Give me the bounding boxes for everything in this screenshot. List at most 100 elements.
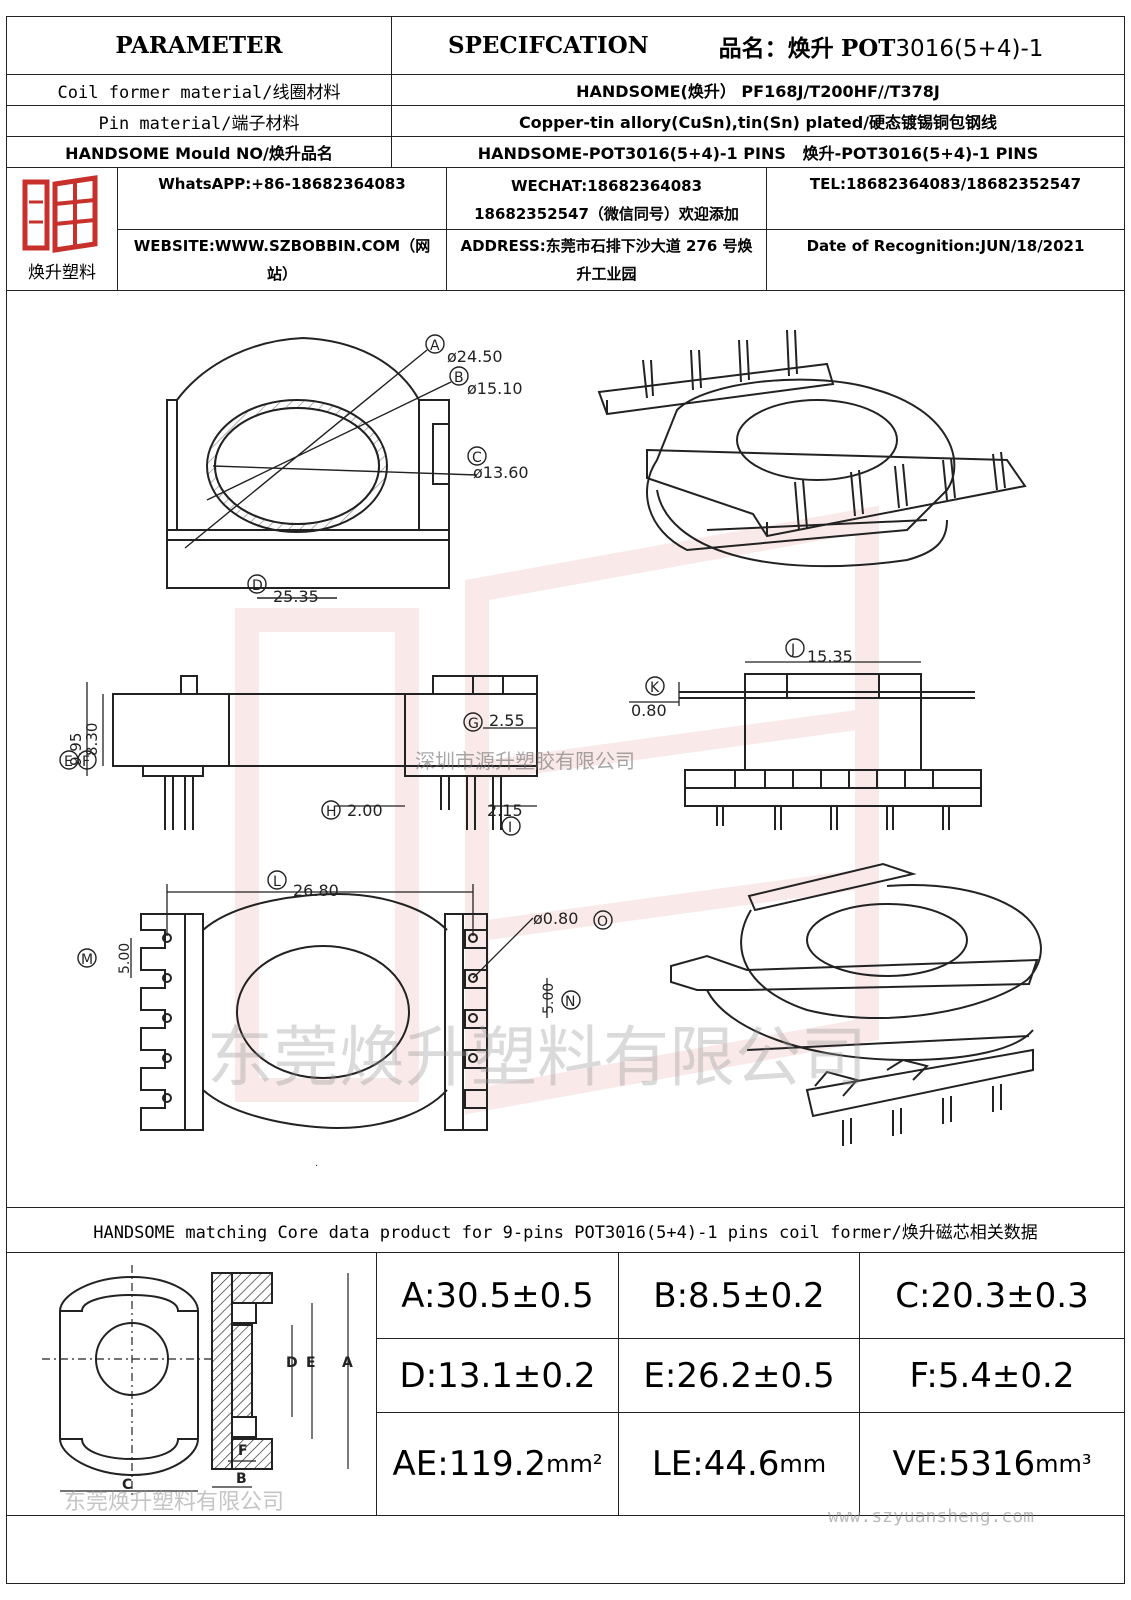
coil-former-material-value-text: HANDSOME(焕升） PF168J/T200HF//T378J	[576, 82, 940, 101]
pin-material-value-text: Copper-tin allory(CuSn),tin(Sn) plated/硬…	[518, 113, 998, 132]
dim-H-value: 2.00	[347, 801, 383, 820]
core-spec-LE-unit: mm	[779, 1450, 827, 1478]
dim-E-value: 9.95	[67, 733, 85, 766]
dim-G-value: 2.55	[489, 711, 525, 730]
core-spec-F: F:5.4±0.2	[859, 1338, 1125, 1413]
top-view-dims: A ø24.50 B ø15.10 C ø13.60 D 25.35	[247, 334, 529, 606]
dim-H-letter: H	[326, 804, 337, 820]
dim-A-letter: A	[430, 338, 440, 354]
mould-no-label-text: HANDSOME Mould NO/焕升品名	[65, 144, 333, 163]
isometric-view-top	[597, 329, 1027, 568]
side-view-dims: 9.95 8.30 E F G 2.55 H 2.00 2.15 I	[59, 711, 525, 836]
core-label-B: B	[236, 1471, 247, 1487]
core-spec-D: D:13.1±0.2	[376, 1338, 619, 1413]
logo-mark-icon	[22, 175, 98, 253]
core-data-title: HANDSOME matching Core data product for …	[6, 1207, 1125, 1253]
top-view	[166, 336, 450, 589]
logo-text: 焕升塑料	[28, 263, 96, 283]
core-spec-VE-text: VE:5316	[892, 1444, 1036, 1484]
isometric-view-bottom	[670, 862, 1042, 1146]
pin-material-value: Copper-tin allory(CuSn),tin(Sn) plated/硬…	[391, 105, 1125, 137]
core-spec-AE-unit: mm²	[546, 1450, 603, 1478]
dim-K-value: 0.80	[631, 701, 667, 720]
core-data-title-text: HANDSOME matching Core data product for …	[93, 1222, 1038, 1243]
coil-former-material-label: Coil former material/线圈材料	[6, 74, 392, 106]
dim-F-value: 8.30	[83, 723, 101, 756]
bottom-view	[140, 892, 488, 1131]
core-label-A: A	[342, 1355, 353, 1371]
company-logo: 焕升塑料	[6, 167, 118, 291]
pin-material-label: Pin material/端子材料	[6, 105, 392, 137]
bottom-view-leaders	[130, 884, 548, 1018]
technical-drawing-area: A ø24.50 B ø15.10 C ø13.60 D 25.35	[6, 290, 1125, 1208]
core-spec-E: E:26.2±0.5	[618, 1338, 860, 1413]
mould-no-value: HANDSOME-POT3016(5+4)-1 PINS 焕升-POT3016(…	[391, 136, 1125, 168]
watermark-url: www.szyuansheng.com	[828, 1506, 1034, 1527]
address-text: ADDRESS:东莞市石排下沙大道 276 号焕升工业园	[460, 237, 753, 283]
dim-O-value: ø0.80	[533, 909, 578, 928]
dim-G-letter: G	[468, 716, 479, 732]
specification-header: SPECIFCATION 品名：焕升 POT3016(5+4)-1	[391, 16, 1125, 75]
watermark-small: 深圳市源升塑胶有限公司	[415, 749, 635, 773]
drawing-dot: .	[315, 1158, 318, 1169]
recognition-date: Date of Recognition:JUN/18/2021	[806, 237, 1085, 255]
product-code: 3016(5+4)-1	[895, 35, 1044, 62]
top-view-leaders	[184, 349, 478, 599]
wechat-cell: WECHAT:18682364083 18682352547（微信同号）欢迎添加	[446, 167, 767, 230]
mould-no-value-text: HANDSOME-POT3016(5+4)-1 PINS 焕升-POT3016(…	[477, 144, 1039, 163]
dim-D-value: 25.35	[273, 587, 319, 606]
core-spec-B-text: B:8.5±0.2	[653, 1275, 825, 1316]
wechat-line2: 18682352547（微信同号）欢迎添加	[474, 204, 739, 223]
coil-former-drawing: A ø24.50 B ø15.10 C ø13.60 D 25.35	[59, 329, 1042, 1169]
side-view-leaders	[86, 682, 537, 807]
core-label-C: C	[122, 1477, 132, 1493]
core-spec-AE-text: AE:119.2	[392, 1444, 547, 1484]
watermark-big: 东莞焕升塑料有限公司	[207, 1019, 867, 1096]
core-label-D: D	[286, 1355, 298, 1371]
core-spec-C: C:20.3±0.3	[859, 1252, 1125, 1339]
dim-J-value: 15.35	[807, 647, 853, 666]
dim-A-value: ø24.50	[447, 347, 503, 366]
dim-F-letter: F	[82, 754, 90, 770]
parameter-header-text: PARAMETER	[115, 32, 283, 59]
coil-former-material-value: HANDSOME(焕升） PF168J/T200HF//T378J	[391, 74, 1125, 106]
website-cell: WEBSITE:WWW.SZBOBBIN.COM（网站）	[117, 229, 447, 291]
dim-I-letter: I	[508, 820, 512, 836]
core-spec-D-text: D:13.1±0.2	[399, 1355, 596, 1396]
bottom-view-dims: L 26.80 M 5.00 5.00 N ø0.80 O .	[77, 870, 613, 1169]
tel-cell: TEL:18682364083/18682352547	[766, 167, 1125, 230]
dim-I-value: 2.15	[487, 801, 523, 820]
front-view-dims: J 15.35 K 0.80	[631, 638, 853, 720]
core-drawing: C B F D E A 东莞焕升塑料有限公司	[41, 1265, 353, 1513]
pin-material-label-text: Pin material/端子材料	[98, 113, 300, 134]
core-spec-C-text: C:20.3±0.3	[895, 1275, 1089, 1316]
dim-B-value: ø15.10	[467, 379, 523, 398]
front-view-leaders	[629, 661, 921, 706]
parameter-header: PARAMETER	[6, 16, 392, 75]
coil-former-material-label-text: Coil former material/线圈材料	[57, 82, 341, 103]
core-label-F: F	[238, 1443, 248, 1459]
dim-N-letter: N	[565, 994, 575, 1010]
product-name: 品名：焕升 POT3016(5+4)-1	[719, 29, 1044, 63]
dim-J-letter: J	[790, 642, 795, 658]
core-spec-F-text: F:5.4±0.2	[909, 1355, 1075, 1396]
specification-header-text: SPECIFCATION	[448, 32, 649, 59]
dim-C-letter: C	[472, 450, 482, 466]
dim-C-value: ø13.60	[473, 463, 529, 482]
address-cell: ADDRESS:东莞市石排下沙大道 276 号焕升工业园	[446, 229, 767, 291]
front-view	[679, 673, 982, 830]
dim-M-value: 5.00	[117, 943, 133, 974]
mould-no-label: HANDSOME Mould NO/焕升品名	[6, 136, 392, 168]
dim-O-letter: O	[597, 914, 608, 930]
core-spec-B: B:8.5±0.2	[618, 1252, 860, 1339]
dim-L-letter: L	[273, 874, 281, 890]
core-spec-A-text: A:30.5±0.5	[401, 1275, 594, 1316]
dim-E-letter: E	[64, 754, 73, 770]
dim-K-letter: K	[650, 680, 660, 696]
date-cell: Date of Recognition:JUN/18/2021	[766, 229, 1125, 291]
dim-D-letter: D	[252, 578, 263, 594]
core-spec-LE-text: LE:44.6	[651, 1444, 780, 1484]
